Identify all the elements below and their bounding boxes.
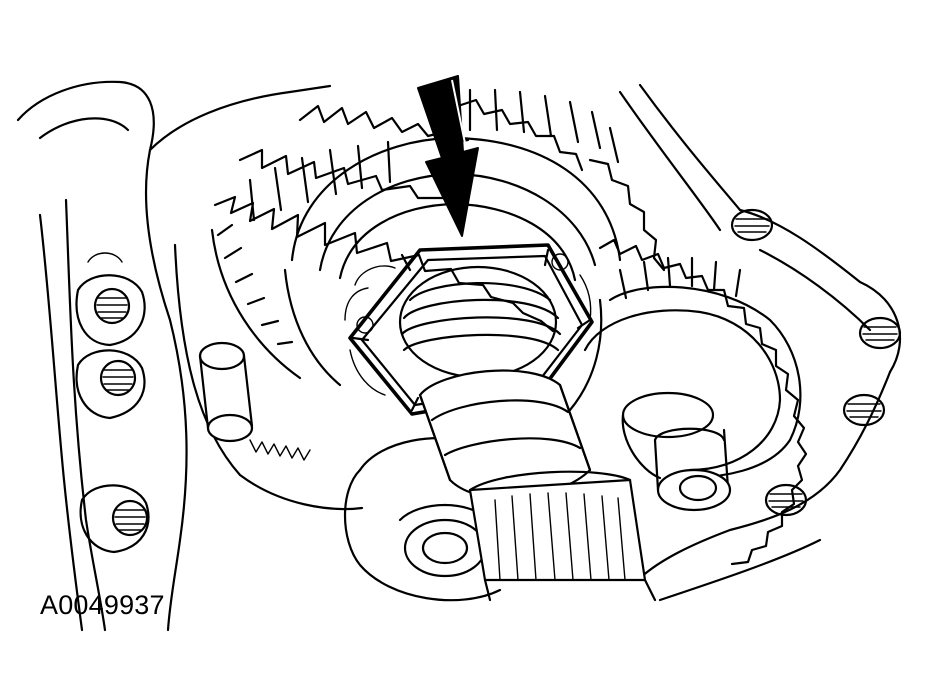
- right-bolt-hole-3: [842, 393, 886, 427]
- lower-gear-teeth: [249, 439, 311, 461]
- right-bolt-hole-1: [730, 208, 774, 242]
- large-helical-gear: [210, 88, 666, 380]
- right-bolt-hole-2: [858, 316, 902, 350]
- left-bolt-hole-2: [99, 359, 137, 397]
- left-housing-flange: [16, 80, 188, 632]
- output-shaft: [418, 369, 657, 602]
- down-arrow-icon: [417, 75, 479, 237]
- transmission-case: [148, 83, 902, 602]
- right-bolt-hole-4: [764, 483, 808, 517]
- figure-id-label: A0049937: [40, 590, 165, 620]
- left-bolt-hole-3: [111, 499, 149, 537]
- counter-gear: [583, 238, 808, 566]
- left-bolt-hole-1: [93, 287, 131, 325]
- locating-pin: [198, 341, 254, 443]
- hex-nut: [348, 243, 594, 416]
- counter-shaft: [621, 391, 732, 512]
